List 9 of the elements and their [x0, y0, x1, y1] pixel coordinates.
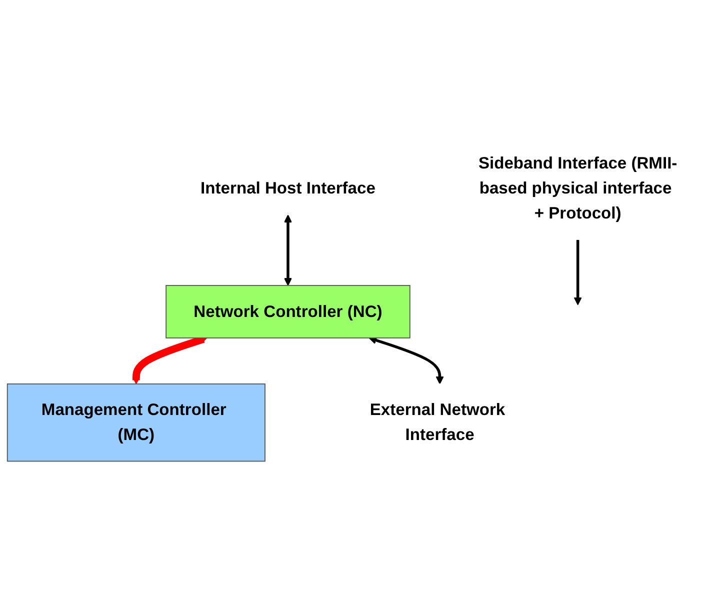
- node-text: Sideband Interface (RMII-based physical interface + Protocol): [478, 154, 678, 222]
- node-text: Internal Host Interface: [200, 178, 376, 197]
- diagram: Internal Host Interface Management Controller (MC) Network Controller (NC) Sideband Interface (RMII-based physical interface + Protocol) External Network Interface: [0, 130, 714, 468]
- node-box: [6, 383, 266, 462]
- arrow: [574, 239, 582, 305]
- node-text: External Network Interface: [370, 400, 506, 444]
- arrow: [284, 214, 292, 286]
- node-box: [166, 284, 410, 338]
- arrow: [368, 336, 444, 384]
